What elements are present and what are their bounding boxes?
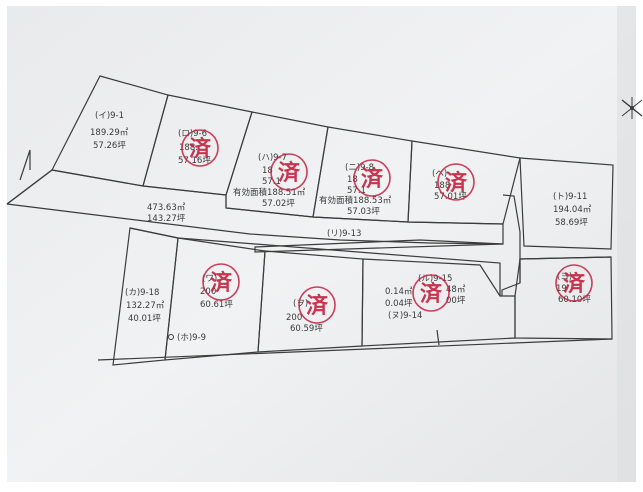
lot-ni-area: 18 [347, 175, 358, 185]
north-arrow-icon [621, 97, 643, 119]
lot-ho-marker [168, 334, 174, 340]
boundary-mark-left [19, 149, 31, 181]
lot-nu-marker [436, 329, 440, 346]
lot-ha-effective-tsubo: 57.02坪 [262, 199, 295, 209]
lot-to-name: (ト)9-11 [553, 192, 587, 202]
lot-ni-effective: 有効面積188.53㎡ [319, 195, 392, 206]
sold-stamps: 済 済 済 済 済 済 済 済 [181, 129, 593, 324]
lot-ru-name: (ル)9-15 [418, 274, 452, 284]
stamp-yo: 済 [555, 264, 593, 302]
stamp-ro-char: 済 [189, 136, 212, 162]
stamp-he-char: 済 [445, 170, 468, 196]
lot-to-tsubo: 58.69坪 [555, 218, 588, 228]
lot-nu-tsubo: 0.04坪 [385, 299, 413, 309]
lot-ha-area: 18 [262, 166, 273, 176]
lot-ka-area: 132.27㎡ [126, 301, 165, 311]
stamp-ru: 済 [412, 274, 450, 312]
large-lot-tsubo: 143.27坪 [147, 214, 186, 224]
lot-yo-area: 19 [556, 284, 567, 294]
large-lot-left-edge [6, 169, 53, 205]
lot-ka-name: (カ)9-18 [125, 288, 159, 298]
paper-edge-shadow [617, 6, 636, 482]
lot-wa-tsubo: 60.61坪 [200, 300, 233, 310]
lot-ri-name: (リ)9-13 [327, 229, 361, 239]
road-end-right [501, 194, 521, 296]
lot-he-tsubo: 57.01坪 [434, 192, 467, 202]
lot-ka-tsubo: 40.01坪 [128, 314, 161, 324]
lower-lots [97, 227, 613, 366]
road-center-strip [254, 239, 504, 253]
stamp-ru-char: 済 [420, 281, 443, 307]
stamp-wa: 済 [202, 263, 240, 301]
lot-ho-name: (ホ)9-9 [177, 333, 206, 343]
lot-i-tsubo: 57.26坪 [93, 141, 126, 151]
lot-ni-effective-tsubo: 57.03坪 [347, 207, 380, 217]
lot-ha-tsubo: 57.1 [262, 177, 281, 187]
lot-ru-tsubo: 00坪 [446, 296, 466, 306]
large-lot-area: 473.63㎡ [147, 203, 186, 213]
lot-to-outline [519, 157, 614, 250]
lot-ni-name: (ニ)9-8 [345, 163, 374, 173]
lot-ro-tsubo: 57.16坪 [178, 156, 211, 166]
lot-wo-tsubo: 60.59坪 [290, 324, 323, 334]
lower-boundary [97, 338, 613, 361]
stamp-ha: 済 [270, 153, 308, 191]
stamp-yo-char: 済 [563, 271, 586, 297]
lot-to-area: 194.04㎡ [553, 205, 592, 215]
lot-wo-name: (ヲ) [293, 299, 308, 309]
stamp-ni-char: 済 [361, 166, 384, 192]
lot-yo-outline [514, 256, 613, 340]
lot-ha-name: (ハ)9-7 [258, 153, 287, 163]
lot-nu-area: 0.14㎡ [385, 287, 413, 297]
stamp-wo: 済 [298, 286, 336, 324]
large-lot-top-edge [51, 169, 504, 225]
lot-wo-area: 200 [286, 313, 302, 323]
stamp-he: 済 [437, 163, 475, 201]
stamp-wa-char: 済 [210, 270, 233, 296]
lot-ro-area: 188. [179, 143, 198, 153]
lot-yo-tsubo: 60.10坪 [558, 295, 591, 305]
lot-nu-name: (ヌ)9-14 [388, 311, 422, 321]
lot-labels: (イ)9-1 189.29㎡ 57.26坪 (ロ)9-6 188. 57.16坪… [90, 111, 592, 343]
lot-ha-effective: 有効面積188.51㎡ [233, 187, 306, 198]
stamp-ro: 済 [181, 129, 219, 167]
lot-ru-area: 48㎡ [446, 285, 466, 295]
lot-wa-area: 200 [200, 287, 216, 297]
stamp-ha-char: 済 [278, 160, 301, 186]
lot-i-name: (イ)9-1 [95, 111, 124, 121]
lot-wa-name: (ワ) [202, 274, 217, 284]
lot-yo-name: (ヨ) [557, 272, 572, 282]
lot-ro-name: (ロ)9-6 [178, 129, 207, 139]
stamp-wo-char: 済 [306, 293, 329, 319]
lot-i-area: 189.29㎡ [90, 128, 129, 138]
lot-ni-tsubo: 57.1 [347, 186, 366, 196]
lot-he-area: 188 [434, 181, 450, 191]
stamp-ni: 済 [353, 159, 391, 197]
